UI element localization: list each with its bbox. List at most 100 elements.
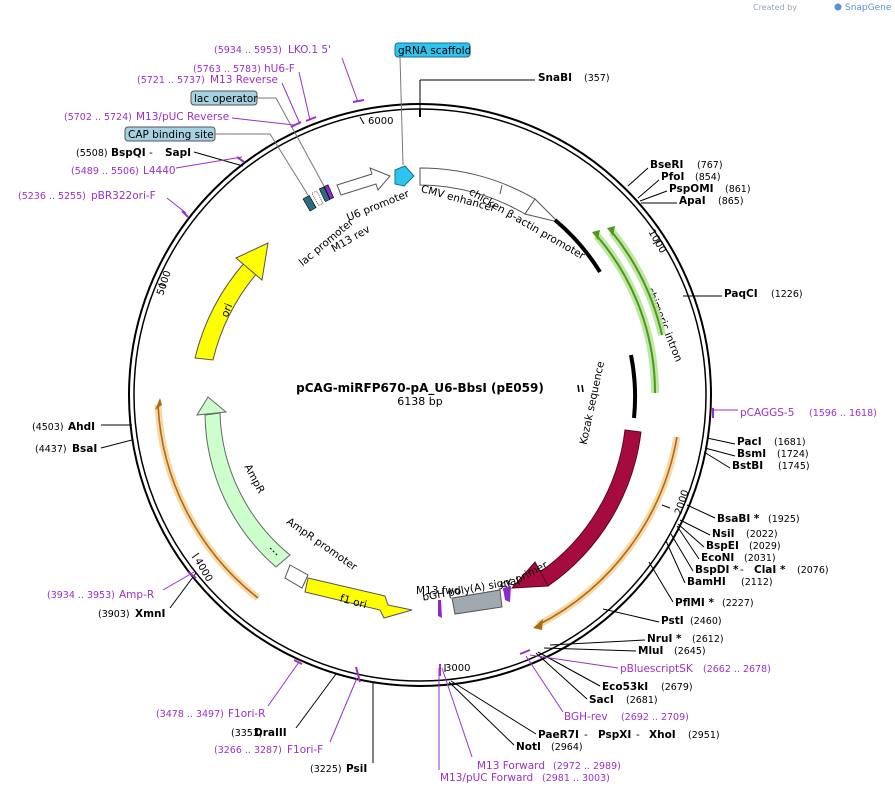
primer-f1ori-f[interactable]: (3266 .. 3287) F1ori-F bbox=[214, 666, 361, 756]
enzyme-xmni[interactable]: (3903) XmnI bbox=[98, 572, 197, 620]
ori-arrowhead bbox=[235, 242, 269, 281]
enzyme-bsabi[interactable]: BsaBI * (1925) bbox=[686, 504, 800, 525]
enzyme-psp[interactable]: PspOMI (861) bbox=[639, 183, 751, 202]
svg-text:BGH-rev: BGH-rev bbox=[564, 711, 608, 723]
tick-5000: 5000 bbox=[155, 269, 173, 297]
primer-hu6[interactable]: (5763 .. 5783) hU6-F bbox=[193, 63, 317, 122]
svg-text:Amp-R: Amp-R bbox=[119, 589, 154, 601]
svg-text:(5489 .. 5506): (5489 .. 5506) bbox=[71, 166, 139, 177]
primer-bghrev[interactable]: BGH-rev (2692 .. 2709) bbox=[525, 655, 689, 723]
svg-text:pBluescriptSK: pBluescriptSK bbox=[620, 663, 694, 675]
grna-leader bbox=[399, 56, 404, 166]
enzyme-pfoi[interactable]: PfoI (854) bbox=[637, 171, 721, 199]
svg-text:BspEI: BspEI bbox=[706, 540, 739, 552]
enzyme-bstbi[interactable]: BstBI (1745) bbox=[703, 451, 810, 472]
f1-ori-arrow[interactable] bbox=[304, 577, 413, 619]
enzyme-snabi[interactable]: SnaBI (357) bbox=[419, 72, 610, 112]
enzyme-psii[interactable]: (3225) PsiI bbox=[310, 683, 374, 775]
svg-text:(2662 .. 2678): (2662 .. 2678) bbox=[703, 664, 771, 675]
ampr-promoter-arrow[interactable] bbox=[284, 564, 309, 589]
grna-scaffold-box[interactable]: gRNA scaffold bbox=[394, 42, 471, 58]
enzyme-bsai[interactable]: (4437) BsaI bbox=[35, 439, 133, 455]
enzyme-paer7i[interactable]: PaeR7I - PspXI - XhoI (2951) bbox=[450, 680, 720, 741]
cap-binding-leader bbox=[215, 133, 309, 196]
ampr-promoter-label: AmpR promoter bbox=[284, 516, 360, 574]
enzyme-nrui[interactable]: NruI * (2612) bbox=[549, 633, 724, 646]
ampr-arrowhead bbox=[196, 396, 228, 416]
svg-text:M13 Reverse: M13 Reverse bbox=[210, 74, 278, 86]
enzyme-apai[interactable]: ApaI (865) bbox=[641, 195, 744, 207]
enzyme-draiii[interactable]: (3353) DraIII bbox=[231, 673, 337, 739]
enzyme-bspqi[interactable]: (5508) BspQI - SapI bbox=[76, 147, 244, 167]
svg-text:L4440: L4440 bbox=[143, 165, 176, 177]
chimeric-intron-line[interactable] bbox=[629, 354, 638, 419]
grna-scaffold-arrow[interactable] bbox=[394, 165, 415, 187]
svg-text:BseRI: BseRI bbox=[650, 159, 683, 171]
enzyme-paci[interactable]: PacI (1681) bbox=[706, 436, 806, 448]
enzyme-econi[interactable]: EcoNI (2031) bbox=[676, 525, 776, 564]
u6-promoter-arrow[interactable] bbox=[336, 167, 391, 196]
enzyme-paqci[interactable]: PaqCI (1226) bbox=[683, 288, 803, 300]
enzyme-noti[interactable]: NotI (2964) bbox=[448, 681, 583, 753]
enzyme-bamhi[interactable]: BamHI (2112) bbox=[665, 540, 773, 588]
primer-m13puc-rev[interactable]: (5702 .. 5724) M13/pUC Reverse bbox=[64, 111, 302, 128]
primer-pcaggs[interactable]: pCAGGS-5 (1596 .. 1618) bbox=[712, 407, 877, 419]
svg-text:(1724): (1724) bbox=[777, 449, 809, 460]
svg-text:(3353): (3353) bbox=[231, 728, 263, 739]
svg-text:(3903): (3903) bbox=[98, 609, 130, 620]
cap-binding-box[interactable]: CAP binding site bbox=[124, 126, 216, 142]
bgh-polya-box[interactable] bbox=[451, 589, 503, 615]
lac-operator-mark bbox=[318, 186, 331, 203]
ampr-arrow[interactable] bbox=[204, 412, 291, 568]
primer-m13rev[interactable]: (5721 .. 5737) M13 Reverse bbox=[137, 74, 301, 125]
svg-text:(2112): (2112) bbox=[741, 577, 773, 588]
enzyme-saci[interactable]: SacI (2681) bbox=[535, 652, 658, 706]
svg-text:(4437): (4437) bbox=[35, 444, 67, 455]
enzyme-bspdi[interactable]: BspDI * - ClaI * (2076) bbox=[670, 533, 829, 576]
enzyme-mlui[interactable]: MluI (2645) bbox=[543, 645, 706, 657]
svg-text:(2981 .. 3003): (2981 .. 3003) bbox=[542, 773, 610, 784]
primer-pbr322[interactable]: (5236 .. 5255) pBR322ori-F bbox=[18, 190, 189, 218]
enzyme-psti[interactable]: PstI (2460) bbox=[602, 608, 722, 627]
svg-text:EcoNI: EcoNI bbox=[701, 552, 734, 564]
plasmid-length: 6138 bp bbox=[397, 395, 442, 408]
svg-text:(5236 .. 5255): (5236 .. 5255) bbox=[18, 191, 86, 202]
cap-binding-text: CAP binding site bbox=[128, 129, 214, 141]
primer-pbluescript[interactable]: pBluescriptSK (2662 .. 2678) bbox=[519, 649, 771, 675]
svg-text:DraIII: DraIII bbox=[254, 727, 287, 739]
enzyme-bspei[interactable]: BspEI (2029) bbox=[677, 523, 781, 552]
lac-operator-box[interactable]: lac operator bbox=[190, 90, 258, 106]
svg-text:LKO.1 5': LKO.1 5' bbox=[288, 44, 331, 56]
svg-text:hU6-F: hU6-F bbox=[264, 63, 295, 75]
pcaggs-feature-outer[interactable] bbox=[593, 233, 660, 394]
enzyme-nsii[interactable]: NsiI (2022) bbox=[679, 519, 778, 540]
svg-text:SacI: SacI bbox=[589, 694, 614, 706]
primer-m13fwd[interactable]: M13 Forward (2972 .. 2989) bbox=[441, 667, 621, 772]
svg-text:PaeR7I: PaeR7I bbox=[538, 729, 579, 741]
svg-text:(2681): (2681) bbox=[626, 695, 658, 706]
svg-text:(5508): (5508) bbox=[76, 148, 108, 159]
ori-label: ori bbox=[219, 302, 235, 319]
svg-text:F1ori-R: F1ori-R bbox=[228, 708, 265, 720]
svg-text:M13 Forward: M13 Forward bbox=[477, 760, 545, 772]
primer-m13puc-fwd[interactable]: M13/pUC Forward (2981 .. 3003) bbox=[438, 664, 610, 784]
svg-text:PstI: PstI bbox=[661, 615, 684, 627]
enzyme-bsmi[interactable]: BsmI (1724) bbox=[704, 447, 809, 460]
primer-l4440[interactable]: (5489 .. 5506) L4440 bbox=[71, 156, 245, 177]
svg-text:(1925): (1925) bbox=[768, 514, 800, 525]
svg-text:F1ori-F: F1ori-F bbox=[287, 744, 323, 756]
primer-lko[interactable]: (5934 .. 5953) LKO.1 5' bbox=[214, 44, 365, 103]
svg-text:(2679): (2679) bbox=[661, 682, 693, 693]
m13-fwd-mark bbox=[438, 600, 442, 618]
primer-f1ori-r[interactable]: (3478 .. 3497) F1ori-R bbox=[156, 659, 303, 720]
enzyme-pflmi[interactable]: PflMI * (2227) bbox=[648, 561, 754, 609]
svg-text:PspOMI: PspOMI bbox=[669, 183, 714, 195]
lac-operator-text: lac operator bbox=[194, 93, 258, 105]
primer-ampr[interactable]: (3934 .. 3953) Amp-R bbox=[47, 571, 197, 601]
enzyme-ahdi[interactable]: (4503) AhdI bbox=[32, 421, 132, 433]
enzyme-beri[interactable]: BseRI (767) bbox=[627, 159, 723, 187]
chicken-actin-promoter-line[interactable] bbox=[553, 218, 602, 274]
svg-text:AhdI: AhdI bbox=[68, 421, 95, 433]
svg-text:XmnI: XmnI bbox=[135, 608, 165, 620]
